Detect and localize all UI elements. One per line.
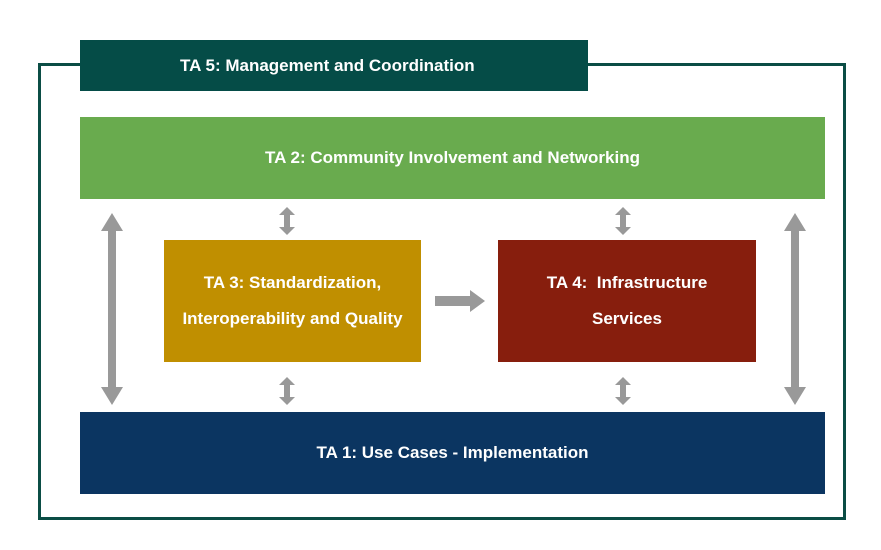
ta2-ta3-double-arrow xyxy=(279,207,295,235)
ta3-label-line2: Interoperability and Quality xyxy=(182,309,403,328)
ta3-label: TA 3: Standardization, Interoperability … xyxy=(182,265,402,337)
ta4-label-line2: Services xyxy=(592,309,662,328)
ta2-ta4-double-arrow xyxy=(615,207,631,235)
ta4-infrastructure-box: TA 4: Infrastructure Services xyxy=(498,240,756,362)
ta3-label-line1: TA 3: Standardization, xyxy=(203,273,382,292)
ta1-use-cases-box: TA 1: Use Cases - Implementation xyxy=(80,412,825,494)
ta1-label: TA 1: Use Cases - Implementation xyxy=(316,443,589,462)
ta5-management-box: TA 5: Management and Coordination xyxy=(80,40,588,91)
ta3-to-ta4-arrow xyxy=(435,290,485,312)
ta3-ta1-double-arrow xyxy=(279,377,295,405)
ta4-ta1-double-arrow xyxy=(615,377,631,405)
ta4-label-line1: TA 4: Infrastructure xyxy=(546,273,708,292)
left-long-double-arrow xyxy=(101,213,123,405)
right-long-double-arrow xyxy=(784,213,806,405)
ta3-standardization-box: TA 3: Standardization, Interoperability … xyxy=(164,240,421,362)
ta2-community-box: TA 2: Community Involvement and Networki… xyxy=(80,117,825,199)
ta4-label: TA 4: Infrastructure Services xyxy=(547,265,708,337)
ta2-label: TA 2: Community Involvement and Networki… xyxy=(265,148,640,167)
ta5-label: TA 5: Management and Coordination xyxy=(180,55,475,75)
